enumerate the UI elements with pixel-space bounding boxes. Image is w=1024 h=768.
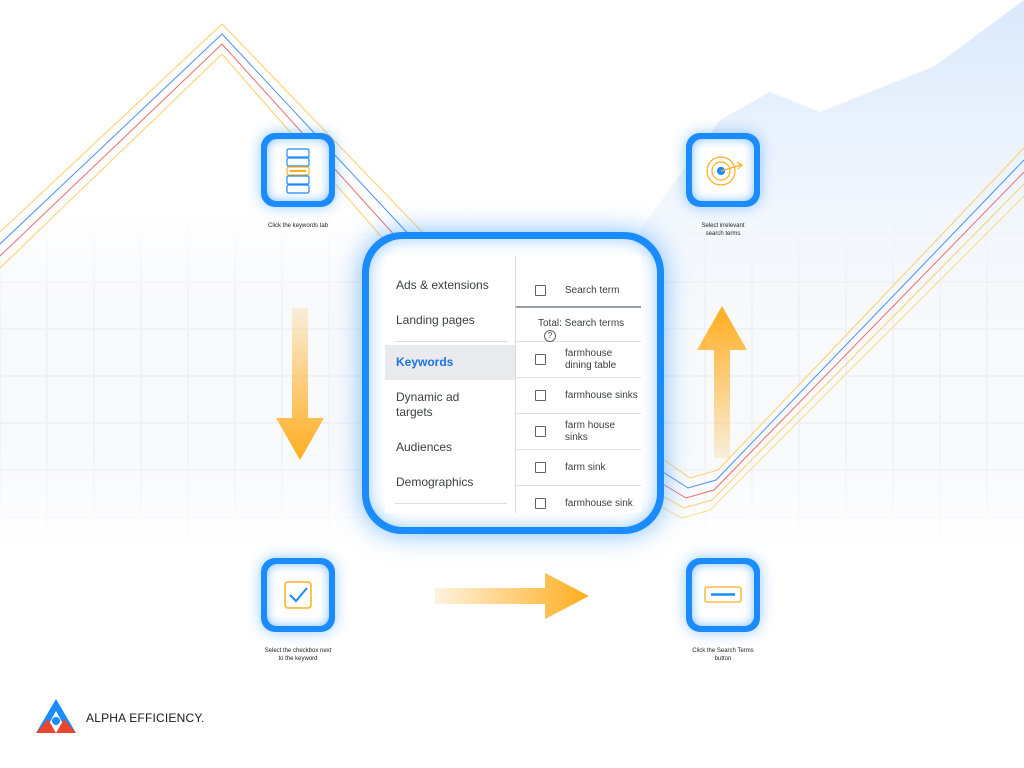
nav-divider-bottom [395, 503, 507, 504]
search-term-cell: farm house sinks [565, 420, 616, 443]
side-nav: Ads & extensions Landing pages Keywords … [385, 256, 515, 513]
step-checkbox-caption: Select the checkbox next to the keyword [264, 648, 332, 662]
table-row: farmhouse sinks [516, 378, 641, 414]
table-row: farmhouse dining table [516, 342, 641, 378]
google-ads-screenshot: Ads & extensions Landing pages Keywords … [385, 256, 641, 513]
mountain-silhouette [640, 0, 1024, 330]
checkbox-icon [284, 581, 312, 609]
alpha-logo-icon [36, 699, 76, 733]
list-icon [286, 148, 310, 194]
total-label: Total: Search terms [538, 318, 625, 329]
row-checkbox[interactable] [535, 498, 546, 509]
row-checkbox[interactable] [535, 390, 546, 401]
search-term-cell: farmhouse sink [565, 498, 633, 509]
table-row: farm sink [516, 450, 641, 486]
nav-item-demographics[interactable]: Demographics [396, 475, 474, 489]
screenshot-frame: Ads & extensions Landing pages Keywords … [362, 232, 664, 534]
step-checkbox-card [261, 558, 335, 632]
nav-item-landing-pages[interactable]: Landing pages [396, 313, 475, 327]
table-row: farm house sinks [516, 414, 641, 450]
arrow-down-icon [276, 308, 324, 460]
select-all-checkbox[interactable] [535, 285, 546, 296]
step-keywords-tab-card [261, 133, 335, 207]
nav-table-divider [515, 256, 516, 513]
decor-lines-left [0, 23, 479, 321]
table-row: farmhouse sink [516, 486, 641, 513]
brand-name: ALPHA EFFICIENCY. [86, 711, 205, 725]
table-header-search-term: Search term [565, 285, 620, 296]
row-checkbox[interactable] [535, 354, 546, 365]
table-header-row: Search term [516, 273, 641, 308]
table-total-row: Total: Search terms? [516, 308, 641, 342]
search-terms-table: Search term Total: Search terms? farmhou… [516, 256, 641, 513]
arrow-right-icon [435, 573, 589, 619]
help-icon[interactable]: ? [544, 330, 556, 342]
nav-item-ads-extensions[interactable]: Ads & extensions [396, 278, 489, 292]
nav-item-dynamic-ad-targets[interactable]: Dynamic ad targets [396, 390, 460, 419]
total-label-wrap: Total: Search terms? [538, 318, 641, 343]
search-term-cell: farmhouse dining table [565, 348, 617, 371]
step-irrelevant-terms-card [686, 133, 760, 207]
search-term-cell: farmhouse sinks [565, 390, 638, 401]
step-search-terms-button-caption: Click the Search Terms button [692, 648, 754, 662]
step-keywords-tab-caption: Click the keywords tab [267, 223, 329, 229]
step-search-terms-button-card [686, 558, 760, 632]
search-terms-button-icon [704, 586, 742, 603]
step-irrelevant-terms-caption: Select irrelevant search terms [701, 223, 745, 237]
row-checkbox[interactable] [535, 462, 546, 473]
search-term-cell: farm sink [565, 462, 606, 473]
nav-item-keywords[interactable]: Keywords [385, 345, 515, 380]
nav-item-audiences[interactable]: Audiences [396, 440, 453, 454]
target-icon [706, 156, 743, 186]
nav-divider [395, 341, 507, 342]
arrow-up-icon [697, 306, 747, 458]
row-checkbox[interactable] [535, 426, 546, 437]
decor-lines-right [647, 147, 1024, 519]
